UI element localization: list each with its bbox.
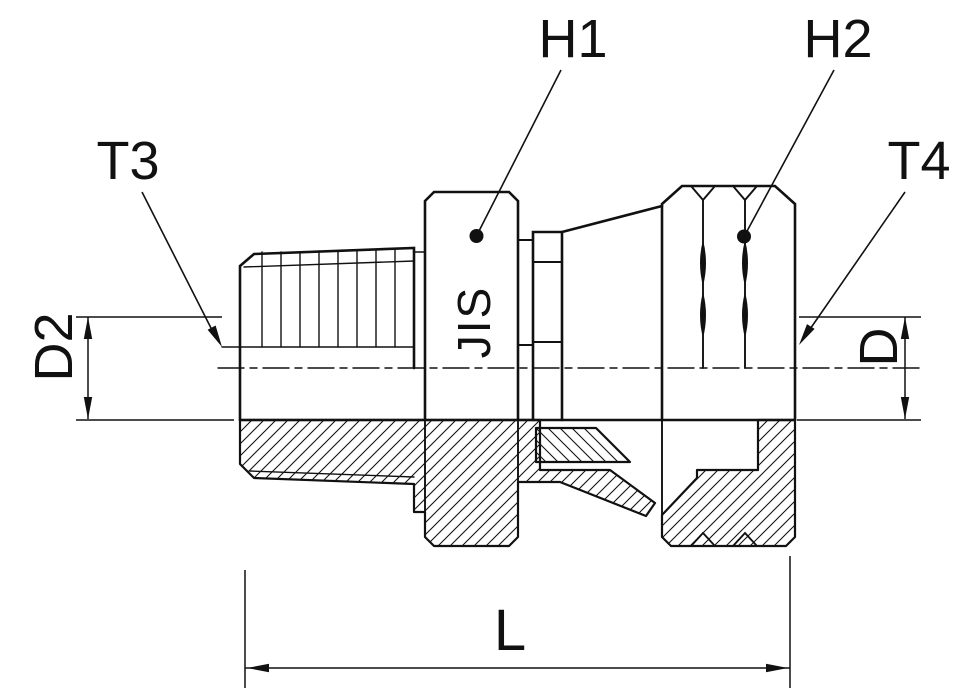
d-arrow-top (900, 317, 910, 339)
dim-label-t3: T3 (96, 131, 159, 191)
callout-t4: T4 (799, 131, 951, 345)
thread-root-line (243, 260, 415, 268)
dim-label-h2: H2 (803, 9, 872, 69)
ring-connector-lines (517, 239, 534, 346)
dim-label-l: L (494, 598, 526, 663)
cone-transition (560, 204, 664, 234)
section-hatch-sleeve (534, 426, 632, 464)
callout-t3: T3 (96, 131, 222, 347)
d-arrow-bottom (900, 397, 910, 419)
leader-h2 (745, 69, 835, 234)
sleeve-ring-steps (532, 261, 563, 343)
leader-t4 (807, 191, 906, 333)
dim-label-d2: D2 (24, 312, 84, 381)
hex-body (423, 190, 520, 422)
section-hatch-nut (660, 418, 797, 548)
l-arrow-right (766, 663, 788, 673)
dimension-d: D (797, 316, 921, 421)
nut-bottom-arc (688, 531, 718, 547)
l-arrow-left (247, 663, 269, 673)
leader-h1 (477, 69, 562, 234)
nut-corner-facet (700, 292, 706, 338)
leader-t3 (141, 191, 213, 331)
h2-dot (737, 229, 751, 244)
nut-bottom-arc (730, 531, 760, 547)
nut-chamfer-v (690, 185, 716, 202)
d2-arrow-bottom (83, 397, 93, 419)
thread-root-line-lower (249, 470, 415, 478)
nut-corner-facet (700, 240, 706, 286)
callout-h2: H2 (737, 9, 873, 244)
section-view (238, 418, 797, 548)
swivel-nut (660, 184, 797, 422)
t3-arrow (207, 325, 222, 347)
callout-h1: H1 (469, 9, 608, 243)
section-hatch-body (238, 418, 657, 548)
thread-crest-lines (261, 248, 396, 348)
nut-corner-facet (742, 292, 748, 338)
dim-label-d: D (849, 328, 909, 367)
h1-dot (469, 229, 484, 243)
dim-label-t4: T4 (887, 131, 950, 191)
external-view (221, 184, 797, 422)
thread-profile (238, 246, 416, 422)
d2-arrow-top (83, 317, 93, 339)
nut-corner-facet (742, 240, 748, 286)
t4-arrow (799, 324, 815, 345)
dimension-d2: D2 (24, 312, 234, 421)
sleeve-ring (531, 230, 564, 422)
part-marking-jis: JIS (448, 286, 500, 358)
nut-chamfer-v (732, 185, 758, 202)
dimension-l: L (244, 556, 791, 688)
dim-label-h1: H1 (538, 9, 607, 69)
